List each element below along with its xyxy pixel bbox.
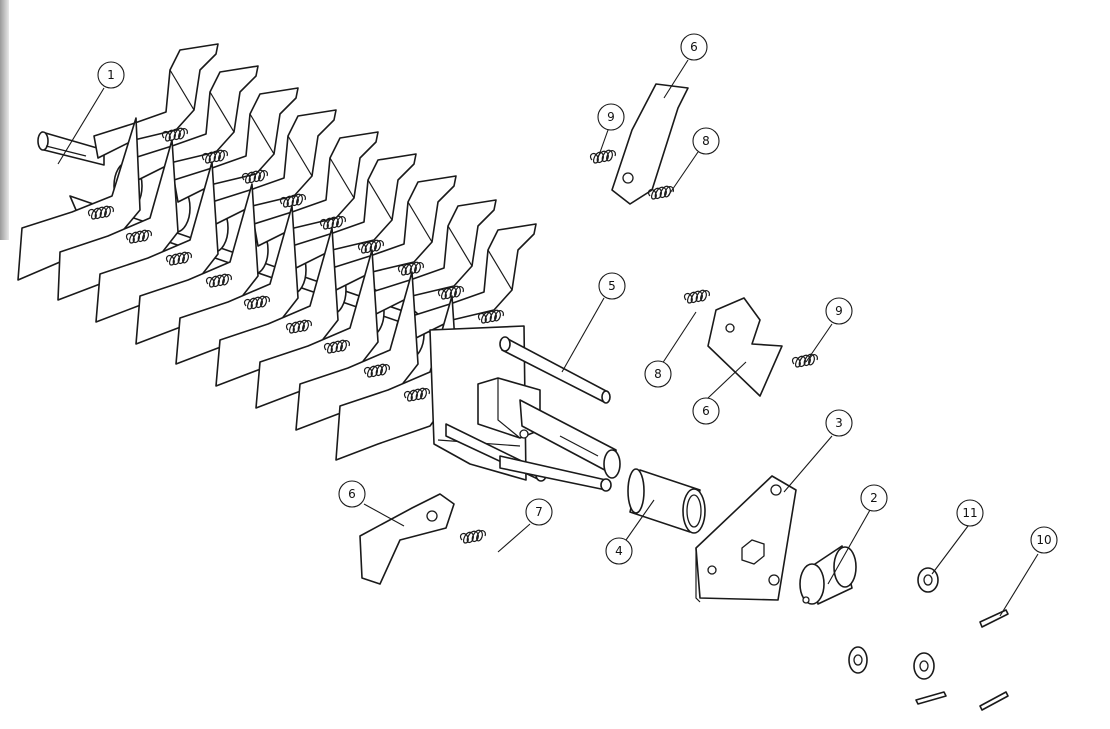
bushing-4: [627, 468, 706, 534]
callout-9b: 9: [825, 297, 853, 325]
pin-5: [499, 336, 611, 404]
callout-6b-label: 6: [702, 404, 710, 418]
spring-8-mid: [683, 289, 710, 304]
callout-6a-label: 6: [690, 40, 698, 54]
callout-7-label: 7: [535, 505, 543, 519]
spring-9-top: [589, 149, 616, 164]
front-tine-row: [17, 117, 459, 461]
callout-8b: 8: [692, 127, 720, 155]
washers-11: [848, 567, 939, 680]
callout-8a-label: 8: [654, 367, 662, 381]
collar-2: [799, 545, 857, 605]
callout-10-label: 10: [1036, 533, 1051, 547]
callout-3-label: 3: [835, 416, 843, 430]
callout-8a: 8: [644, 360, 672, 388]
callout-10: 10: [1030, 526, 1058, 554]
callout-5: 5: [598, 272, 626, 300]
tine-6-mid: [707, 297, 783, 397]
callout-6b: 6: [692, 397, 720, 425]
spring-7: [459, 529, 486, 544]
main-tine-assembly: [17, 43, 621, 492]
callout-11: 11: [956, 499, 984, 527]
mounting-plate-3: [695, 475, 797, 603]
window-edge-shadow: [0, 0, 9, 240]
callout-2: 2: [860, 484, 888, 512]
callout-3: 3: [825, 409, 853, 437]
callout-8b-label: 8: [702, 134, 710, 148]
drive-shaft-group: [445, 377, 621, 492]
callout-4-label: 4: [615, 544, 623, 558]
callout-5-label: 5: [608, 279, 616, 293]
tine-6-top: [611, 83, 689, 205]
callout-4: 4: [605, 537, 633, 565]
callout-7: 7: [525, 498, 553, 526]
spring-9-mid: [791, 353, 818, 368]
callout-1: 1: [97, 61, 125, 89]
callout-6c-label: 6: [348, 487, 356, 501]
callout-1-label: 1: [107, 68, 115, 82]
callout-6c: 6: [338, 480, 366, 508]
callout-11-label: 11: [962, 506, 977, 520]
callout-9a-label: 9: [607, 110, 615, 124]
leader-lines: [57, 59, 1039, 617]
callout-9b-label: 9: [835, 304, 843, 318]
callout-9a: 9: [597, 103, 625, 131]
callout-6a: 6: [680, 33, 708, 61]
tine-6-lower: [359, 493, 455, 585]
callout-2-label: 2: [870, 491, 878, 505]
